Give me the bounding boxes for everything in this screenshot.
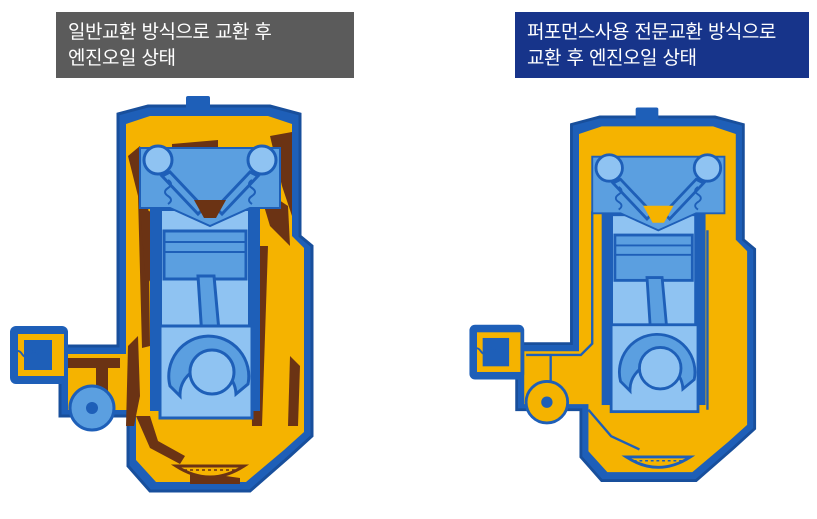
crank-center (638, 346, 683, 391)
camshaft-right (692, 153, 723, 183)
valve-springs (614, 186, 702, 211)
crank-center (188, 348, 236, 396)
left-caption-line1: 일반교환 방식으로 교환 후 (68, 21, 272, 43)
oil-cap (635, 107, 659, 123)
right-caption-box: 퍼포먼스사용 전문교환 방식으로 교환 후 엔진오일 상태 (515, 12, 809, 78)
left-caption-line2: 엔진오일 상태 (68, 47, 176, 69)
camshaft-left (142, 144, 174, 176)
right-caption-line1: 퍼포먼스사용 전문교환 방식으로 (527, 21, 776, 43)
oil-strainer (170, 464, 250, 479)
oil-cap (186, 96, 210, 112)
right-caption-line2: 교환 후 엔진오일 상태 (527, 47, 697, 69)
engine-diagram-conventional (10, 96, 314, 493)
combustion-chamber (643, 205, 674, 223)
cylinder-head (139, 147, 281, 228)
camshaft-left (594, 153, 624, 183)
camshaft-right (246, 144, 278, 176)
engine-diagram-performance (469, 107, 757, 482)
piston (162, 229, 248, 281)
valve-springs (164, 179, 256, 205)
cylinder-head (591, 155, 726, 232)
combustion-chamber (194, 200, 226, 218)
left-caption-box: 일반교환 방식으로 교환 후 엔진오일 상태 (56, 12, 354, 78)
oil-strainer (621, 455, 696, 469)
piston (613, 233, 694, 282)
